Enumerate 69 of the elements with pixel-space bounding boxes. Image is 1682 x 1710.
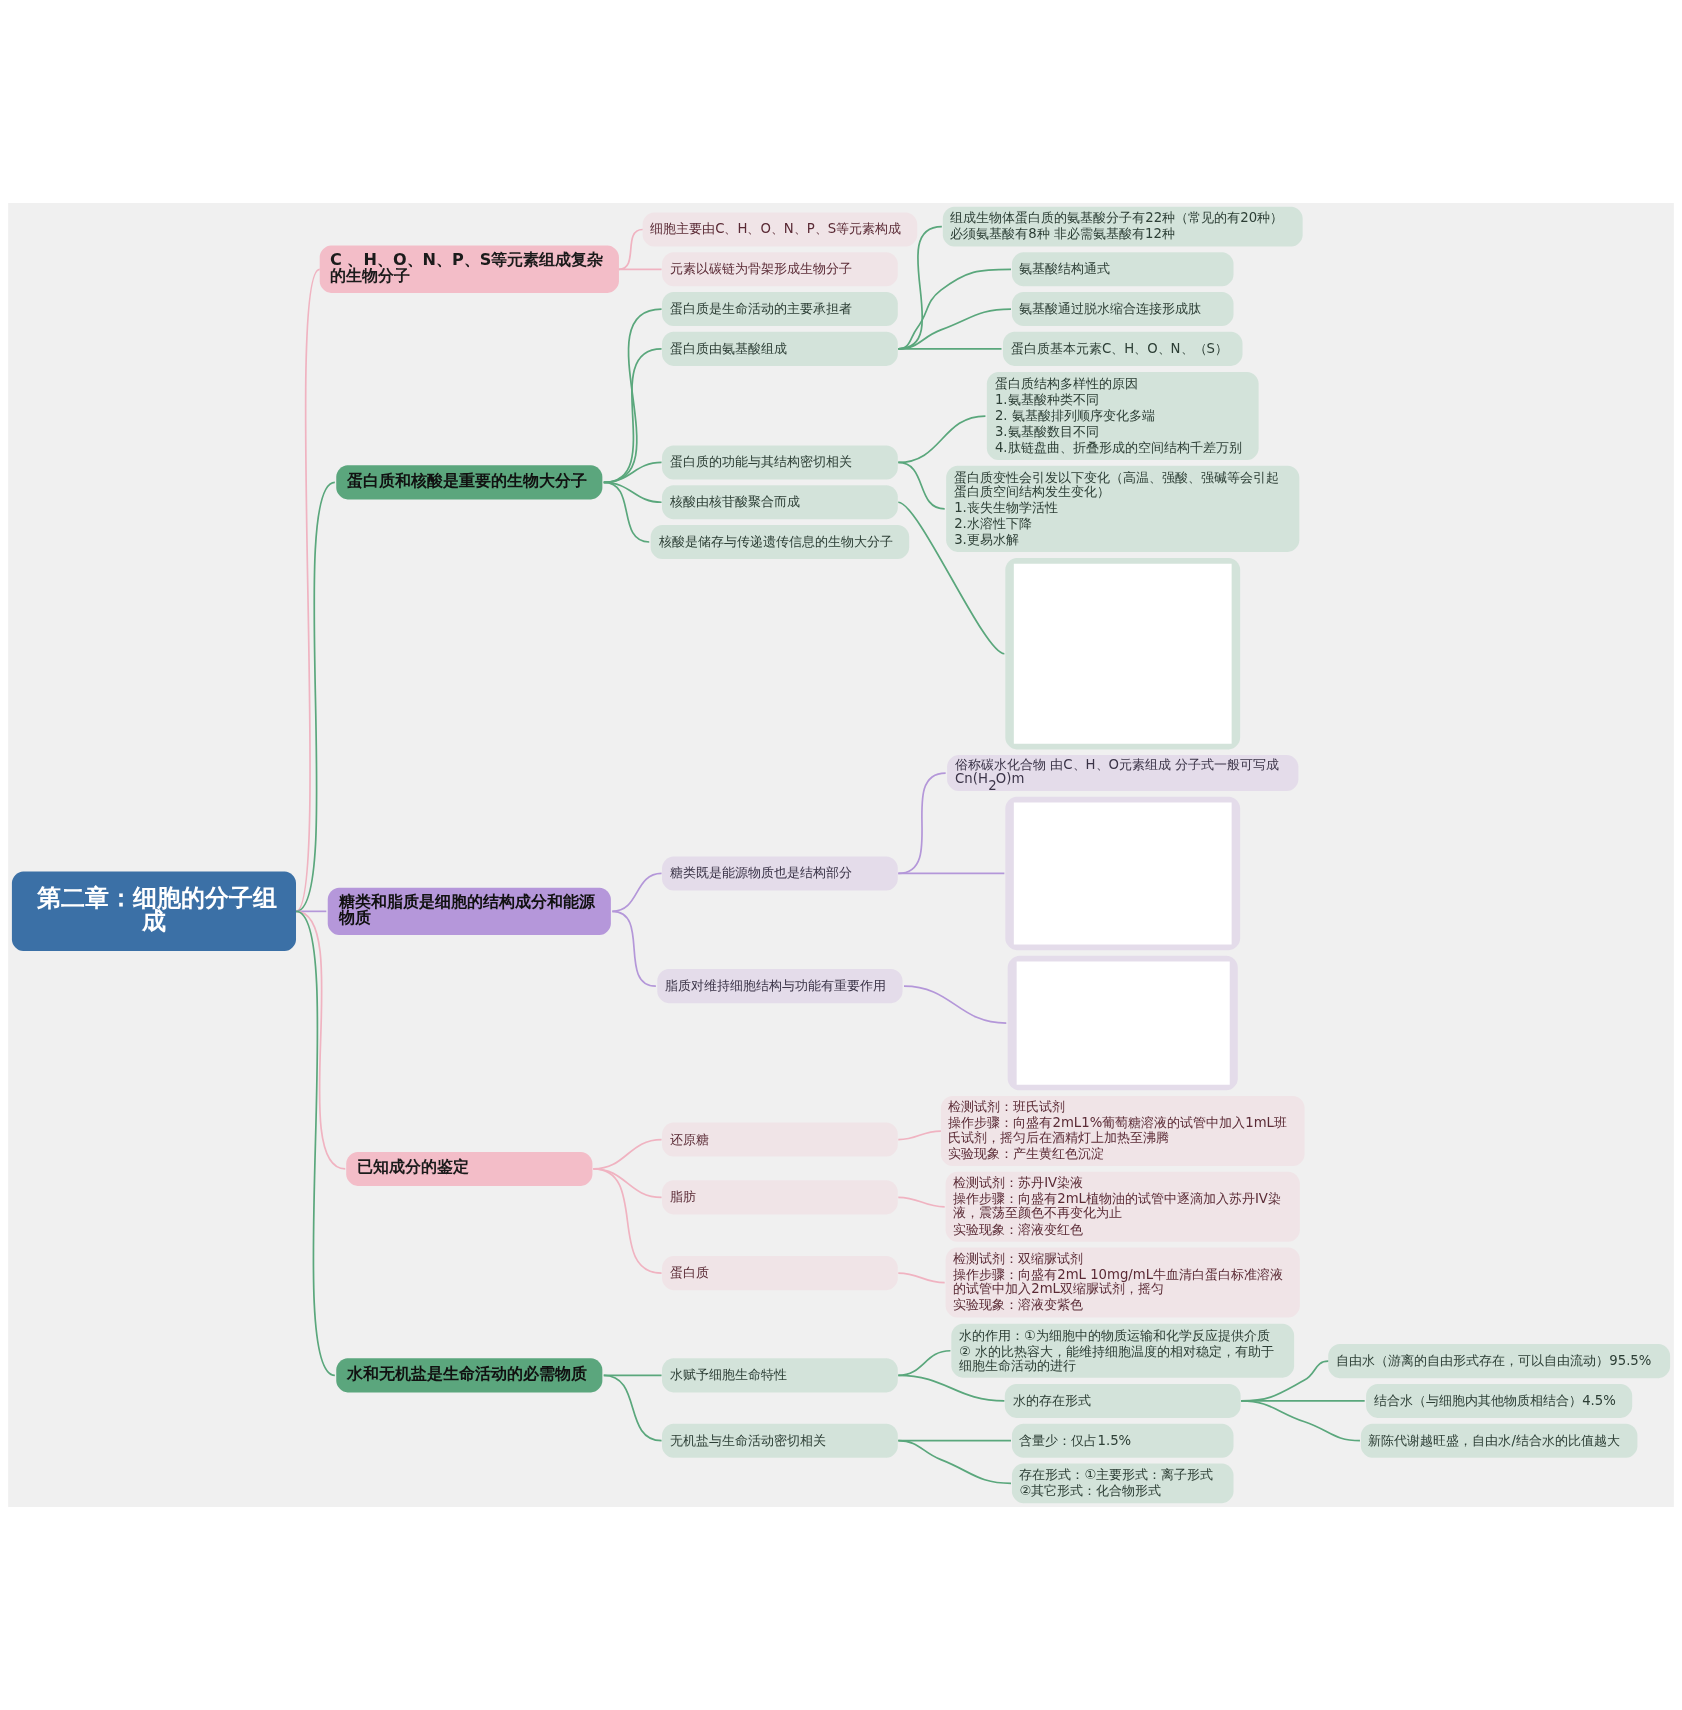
node-box: 糖类既是能源物质也是结构部分 <box>662 856 898 891</box>
node-picture <box>1005 796 1241 951</box>
node-box: 氨基酸结构通式 <box>1011 252 1234 287</box>
connector <box>618 268 663 271</box>
connector <box>602 461 663 484</box>
connector <box>897 1349 952 1377</box>
connector <box>897 461 946 510</box>
node-box: 新陈代谢越旺盛，自由水/结合水的比值越大 <box>1360 1423 1638 1458</box>
node-box: 含量少：仅占1.5% <box>1011 1423 1234 1458</box>
connector <box>1240 1400 1361 1442</box>
connector <box>295 481 336 913</box>
connector <box>897 872 1006 875</box>
node-box: 无机盐与生命活动密切相关 <box>662 1423 898 1458</box>
connector <box>897 1439 1012 1485</box>
node-box: 蛋白质基本元素C、H、O、N、（S） <box>1002 331 1243 366</box>
node-box: 核酸由核苷酸聚合而成 <box>662 485 898 520</box>
node-box: 蛋白质是生命活动的主要承担者 <box>662 292 898 327</box>
node-box: 元素以碳链为骨架形成生物分子 <box>662 252 898 287</box>
node-box: 蛋白质变性会引发以下变化（高温、强酸、强碱等会引起蛋白质空间结构发生变化） 1.丧失生物学活性 2.水溶性下降 3.更易水解 <box>946 465 1300 552</box>
node-box: 自由水（游离的自由形式存在，可以自由流动）95.5% <box>1328 1344 1671 1379</box>
connector <box>602 1374 663 1442</box>
connector <box>897 1272 946 1284</box>
connector <box>295 268 321 913</box>
node-box: 蛋白质 <box>662 1256 898 1291</box>
node-box: 第二章：细胞的分子组成 <box>11 871 296 952</box>
node-picture <box>1007 955 1238 1091</box>
node-box: 检测试剂：苏丹IV染液 操作步骤：向盛有2mL植物油的试管中逐滴加入苏丹IV染液，震荡至颜色不再变化为止 实验现象：溶液变红色 <box>945 1171 1300 1242</box>
node-box: 水和无机盐是生命活动的必需物质 <box>336 1358 603 1393</box>
connector <box>897 308 1012 350</box>
node-box: 脂肪 <box>662 1180 898 1215</box>
node-box: 脂质对维持细胞结构与功能有重要作用 <box>657 969 903 1004</box>
node-box: 水的存在形式 <box>1004 1383 1241 1418</box>
connector <box>897 1374 1006 1402</box>
connector <box>295 910 347 1170</box>
node-box: 结合水（与细胞内其他物质相结合）4.5% <box>1366 1383 1633 1418</box>
node-box: 细胞主要由C、H、O、N、P、S等元素构成 <box>642 212 918 247</box>
connector <box>611 872 663 913</box>
connector <box>602 308 663 484</box>
connector <box>295 910 336 1377</box>
node-box: 组成生物体蛋白质的氨基酸分子有22种（常见的有20种） 必须氨基酸有8种 非必需氨基酸有12种 <box>942 206 1303 247</box>
connector <box>897 1130 942 1141</box>
node-box: 已知成分的鉴定 <box>346 1151 593 1186</box>
connector <box>295 910 328 913</box>
node-box: 还原糖 <box>662 1122 898 1157</box>
node-box: 蛋白质的功能与其结构密切相关 <box>662 445 898 480</box>
connector <box>903 985 1008 1024</box>
node-box: 检测试剂：双缩脲试剂 操作步骤：向盛有2mL 10mg/mL牛血清白蛋白标准溶液的试管中加入2mL双缩脲试剂，摇匀 实验现象：溶液变紫色 <box>945 1247 1300 1318</box>
connector <box>602 481 651 543</box>
node-box: 蛋白质由氨基酸组成 <box>662 331 898 366</box>
connector <box>897 772 947 875</box>
node-box: 水的作用：①为细胞中的物质运输和化学反应提供介质 ② 水的比热容大，能维持细胞温度的相对稳定，有助于细胞生命活动的进行 <box>951 1323 1295 1378</box>
node-box: 糖类和脂质是细胞的结构成分和能源物质 <box>327 887 611 935</box>
node-box: 蛋白质结构多样性的原因 1.氨基酸种类不同 2. 氨基酸排列顺序变化多端 3.氨基酸数目不同 4.肽链盘曲、折叠形成的空间结构千差万别 <box>986 372 1259 461</box>
node-box: 氨基酸通过脱水缩合连接形成肽 <box>1011 292 1234 327</box>
connector <box>897 501 1006 655</box>
connector <box>897 268 1012 350</box>
node-box: 水赋予细胞生命特性 <box>662 1358 898 1393</box>
node-box: 存在形式：①主要形式：离子形式 ②其它形式：化合物形式 <box>1011 1463 1234 1504</box>
connector <box>897 1196 946 1208</box>
connector <box>602 348 663 484</box>
connector <box>592 1168 663 1274</box>
connector <box>897 415 987 464</box>
node-box: 检测试剂：班氏试剂 操作步骤：向盛有2mL1%葡萄糖溶液的试管中加入1mL班氏试剂，摇匀后在酒精灯上加热至沸腾 实验现象：产生黄红色沉淀 <box>940 1096 1305 1167</box>
node-box: C 、H、O、N、P、S等元素组成复杂的生物分子 <box>319 245 619 293</box>
node-box: 蛋白质和核酸是重要的生物大分子 <box>336 465 603 500</box>
node-box: 核酸是储存与传递遗传信息的生物大分子 <box>650 525 910 560</box>
connector <box>897 348 1003 350</box>
connector <box>611 910 657 987</box>
node-picture <box>1005 558 1241 750</box>
